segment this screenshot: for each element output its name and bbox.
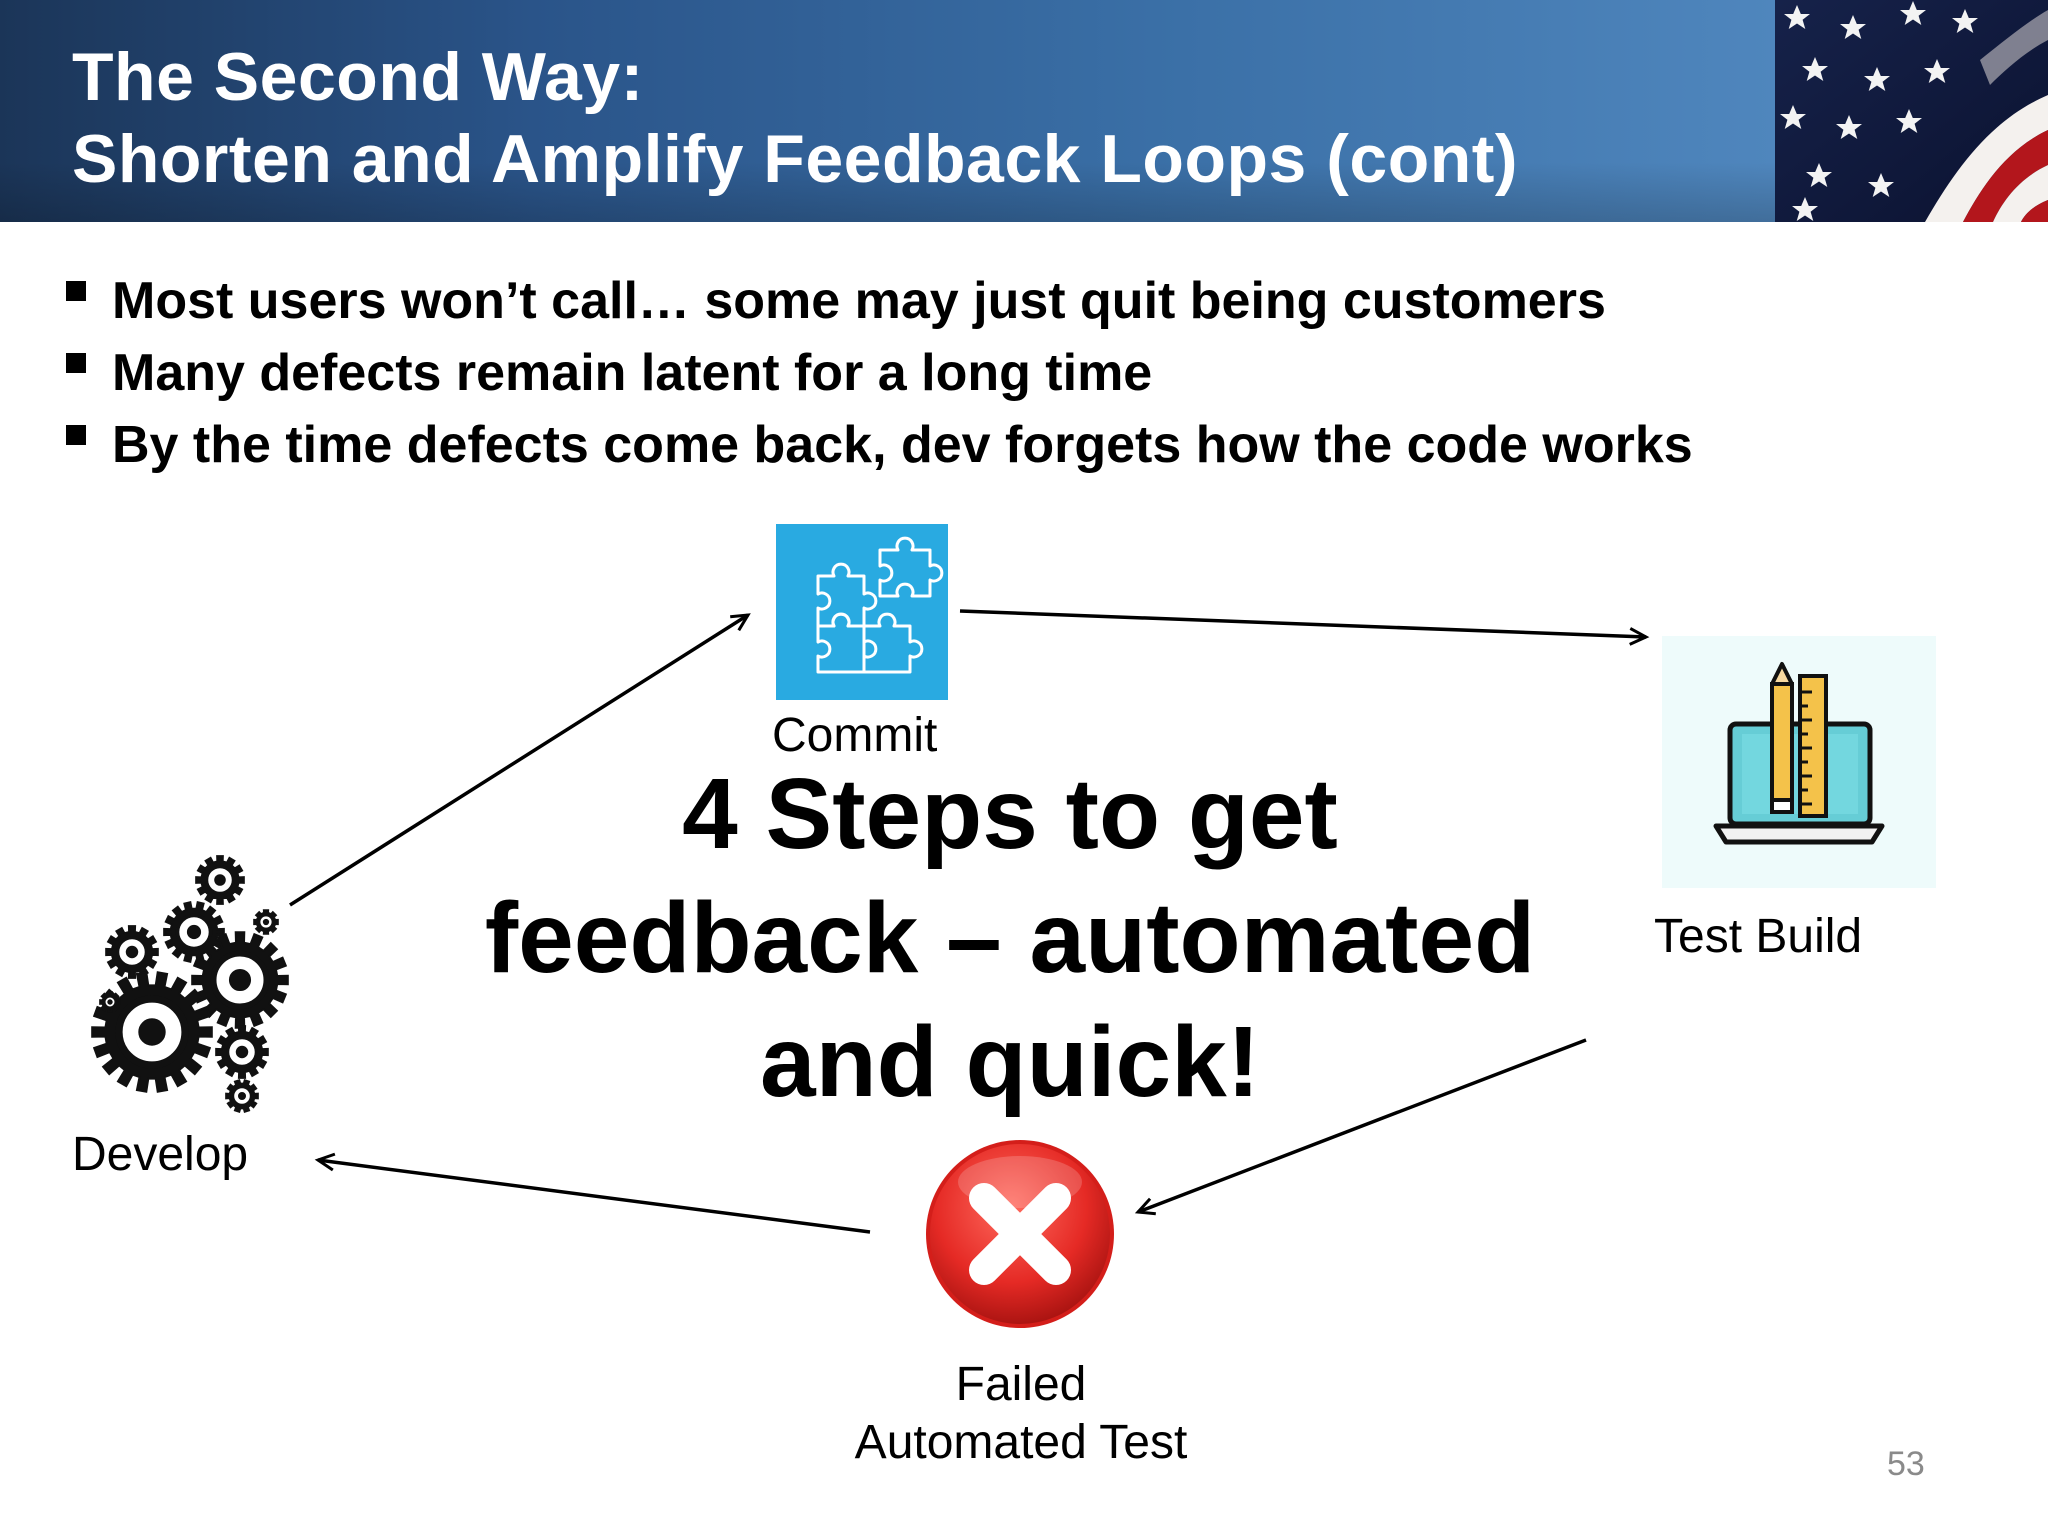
arrow-commit-to-test-build	[960, 611, 1646, 637]
page-number: 53	[1887, 1445, 1925, 1484]
laptop-tools-icon	[1662, 636, 1936, 888]
callout-line-2: feedback – automated	[420, 876, 1600, 1000]
develop-label: Develop	[72, 1126, 248, 1184]
test-build-node	[1662, 636, 1936, 888]
test-build-label: Test Build	[1654, 908, 1862, 966]
center-callout: 4 Steps to get feedback – automated and …	[420, 752, 1600, 1124]
red-x-icon	[922, 1136, 1118, 1332]
failed-test-label-line-2: Automated Test	[840, 1414, 1202, 1472]
gears-icon	[90, 852, 300, 1114]
failed-test-label: Failed Automated Test	[840, 1356, 1202, 1472]
failed-test-label-line-1: Failed	[840, 1356, 1202, 1414]
callout-line-1: 4 Steps to get	[420, 752, 1600, 876]
arrow-failed-to-develop	[318, 1160, 870, 1232]
failed-test-node	[922, 1136, 1118, 1332]
commit-node	[776, 524, 948, 700]
callout-line-3: and quick!	[420, 1000, 1600, 1124]
puzzle-icon	[776, 524, 948, 700]
develop-node	[90, 852, 300, 1114]
